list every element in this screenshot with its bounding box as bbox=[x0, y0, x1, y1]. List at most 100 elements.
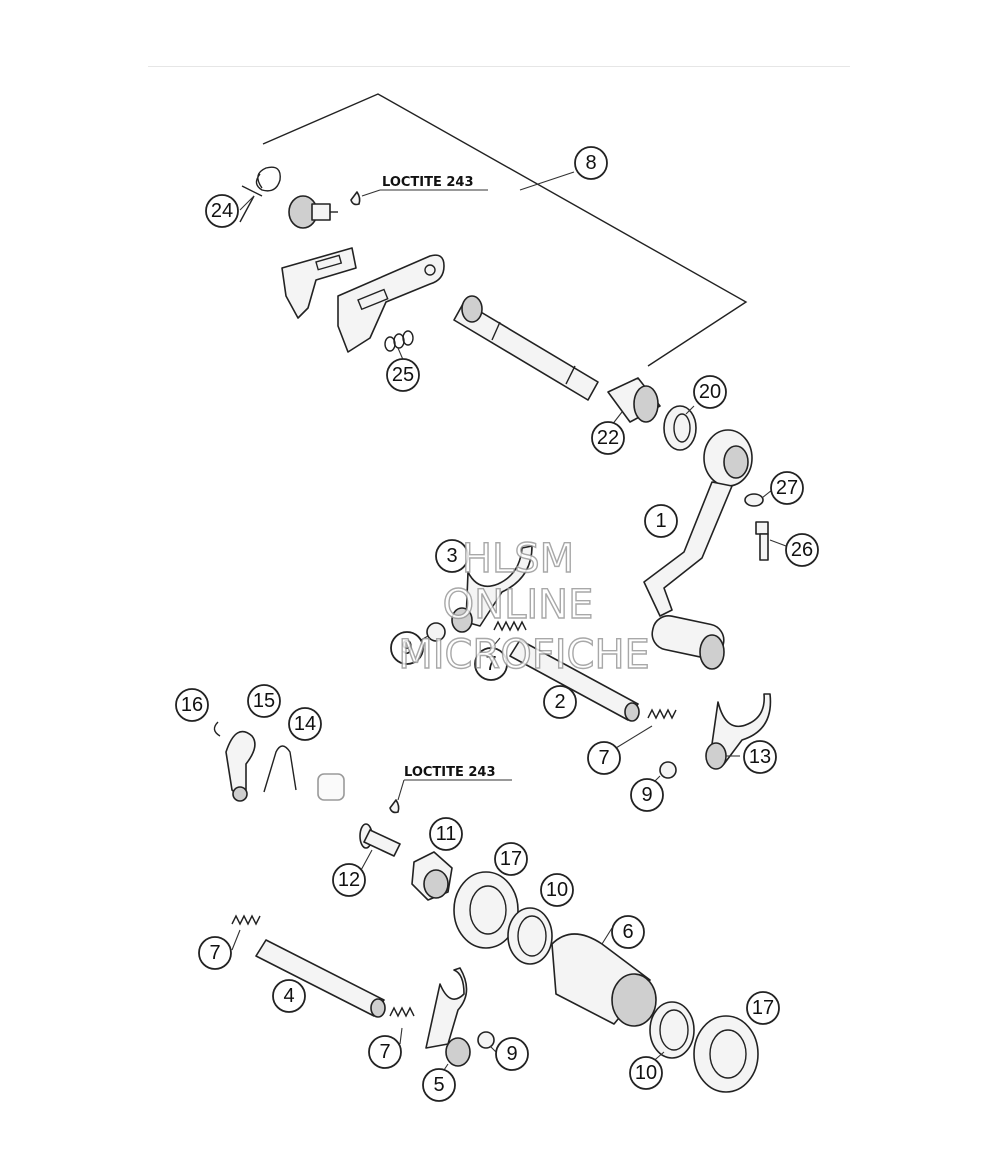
svg-text:7: 7 bbox=[209, 942, 220, 964]
svg-text:25: 25 bbox=[392, 364, 414, 386]
svg-text:26: 26 bbox=[791, 539, 813, 561]
svg-text:10: 10 bbox=[546, 879, 568, 901]
svg-text:9: 9 bbox=[641, 784, 652, 806]
assembly-8-bracket bbox=[262, 93, 748, 367]
callout-20: 20 bbox=[693, 375, 727, 409]
callout-6: 6 bbox=[611, 915, 645, 949]
screw-12 bbox=[359, 823, 401, 857]
watermark: HLSM ONLINE MICROFICHE bbox=[397, 535, 650, 678]
svg-text:4: 4 bbox=[283, 985, 294, 1007]
spring-7a bbox=[493, 620, 527, 632]
callout-27: 27 bbox=[770, 471, 804, 505]
callout-13: 13 bbox=[743, 740, 777, 774]
callout-22: 22 bbox=[591, 421, 625, 455]
callout-26: 26 bbox=[785, 533, 819, 567]
svg-text:17: 17 bbox=[752, 997, 774, 1019]
needle-bearing-22 bbox=[607, 377, 661, 423]
guide-roller-9a bbox=[426, 622, 446, 642]
callout-7-lower: 7 bbox=[368, 1035, 402, 1069]
loctite-label-top: LOCTITE 243 bbox=[382, 175, 474, 190]
callout-4: 4 bbox=[272, 979, 306, 1013]
svg-text:7: 7 bbox=[379, 1041, 390, 1063]
shift-star-11 bbox=[411, 851, 453, 901]
watermark-line2: ONLINE bbox=[443, 582, 594, 628]
callout-7-left: 7 bbox=[198, 936, 232, 970]
spring-7d bbox=[389, 1006, 415, 1018]
loctite-label-mid: LOCTITE 243 bbox=[404, 765, 496, 780]
callout-9-lower: 9 bbox=[495, 1037, 529, 1071]
svg-text:7: 7 bbox=[598, 747, 609, 769]
callout-7-mid: 7 bbox=[587, 741, 621, 775]
svg-text:7: 7 bbox=[485, 653, 496, 675]
svg-text:12: 12 bbox=[338, 869, 360, 891]
bolt-shift-pawl bbox=[288, 195, 338, 229]
svg-text:9: 9 bbox=[506, 1043, 517, 1065]
svg-text:11: 11 bbox=[436, 823, 457, 845]
callout-1: 1 bbox=[644, 504, 678, 538]
shim-10b bbox=[649, 1001, 695, 1059]
loctite-note-mid: LOCTITE 243 bbox=[397, 765, 512, 801]
svg-text:15: 15 bbox=[253, 690, 275, 712]
shift-lever-1 bbox=[643, 429, 753, 670]
callout-8: 8 bbox=[574, 146, 608, 180]
callout-3: 3 bbox=[435, 539, 469, 573]
svg-text:2: 2 bbox=[554, 691, 565, 713]
svg-text:1: 1 bbox=[655, 510, 666, 532]
spring-7c bbox=[231, 914, 261, 926]
callout-17-lower: 17 bbox=[746, 991, 780, 1025]
svg-text:9: 9 bbox=[401, 637, 412, 659]
callout-2: 2 bbox=[543, 685, 577, 719]
shift-fork-5 bbox=[425, 967, 471, 1067]
loctite-note-top: LOCTITE 243 bbox=[361, 175, 488, 197]
spacer-washers-25 bbox=[384, 330, 414, 352]
svg-text:14: 14 bbox=[294, 713, 316, 735]
callout-5: 5 bbox=[422, 1068, 456, 1102]
seal-ring-20 bbox=[663, 405, 697, 451]
callout-10-upper: 10 bbox=[540, 873, 574, 907]
callout-12: 12 bbox=[332, 863, 366, 897]
guide-roller-9b bbox=[659, 761, 677, 779]
bearing-17a bbox=[453, 871, 519, 949]
leader-lines bbox=[231, 195, 787, 1077]
svg-text:5: 5 bbox=[433, 1074, 444, 1096]
spring-7b bbox=[647, 708, 677, 720]
callout-9-mid: 9 bbox=[630, 778, 664, 812]
shift-plate-rear bbox=[281, 247, 357, 319]
svg-text:20: 20 bbox=[699, 381, 721, 403]
shift-plate-front bbox=[337, 254, 445, 353]
fork-rod-4 bbox=[255, 939, 386, 1018]
callout-16: 16 bbox=[175, 688, 209, 722]
bolt-26 bbox=[755, 521, 769, 561]
loctite-drop-mid bbox=[389, 799, 400, 814]
loctite-drop-top bbox=[350, 191, 361, 206]
callout-15: 15 bbox=[247, 684, 281, 718]
shift-fork-13 bbox=[705, 693, 772, 770]
svg-text:16: 16 bbox=[181, 694, 203, 716]
shift-drum-6 bbox=[551, 933, 657, 1027]
callout-9-upper: 9 bbox=[390, 631, 424, 665]
washer-27 bbox=[744, 493, 764, 507]
detent-lever-15 bbox=[225, 730, 256, 802]
shift-fork-3 bbox=[451, 545, 533, 633]
callout-25: 25 bbox=[386, 358, 420, 392]
watermark-line3: MICROFICHE bbox=[398, 632, 650, 678]
callout-17-upper: 17 bbox=[494, 842, 528, 876]
shim-10a bbox=[507, 907, 553, 965]
callout-11: 11 bbox=[429, 817, 463, 851]
svg-text:13: 13 bbox=[749, 746, 771, 768]
callout-24: 24 bbox=[205, 194, 239, 228]
svg-text:6: 6 bbox=[622, 921, 633, 943]
svg-text:17: 17 bbox=[500, 848, 522, 870]
svg-text:22: 22 bbox=[597, 427, 619, 449]
spring-24 bbox=[239, 166, 281, 223]
top-divider bbox=[148, 66, 850, 67]
callout-7-upper: 7 bbox=[474, 647, 508, 681]
detent-bolt bbox=[317, 773, 345, 801]
watermark-line1: HLSM bbox=[462, 536, 574, 582]
shift-shaft bbox=[453, 295, 599, 401]
guide-roller-9c bbox=[477, 1031, 495, 1049]
circlip-16 bbox=[213, 721, 221, 737]
bearing-17b bbox=[693, 1015, 759, 1093]
svg-text:27: 27 bbox=[776, 477, 798, 499]
